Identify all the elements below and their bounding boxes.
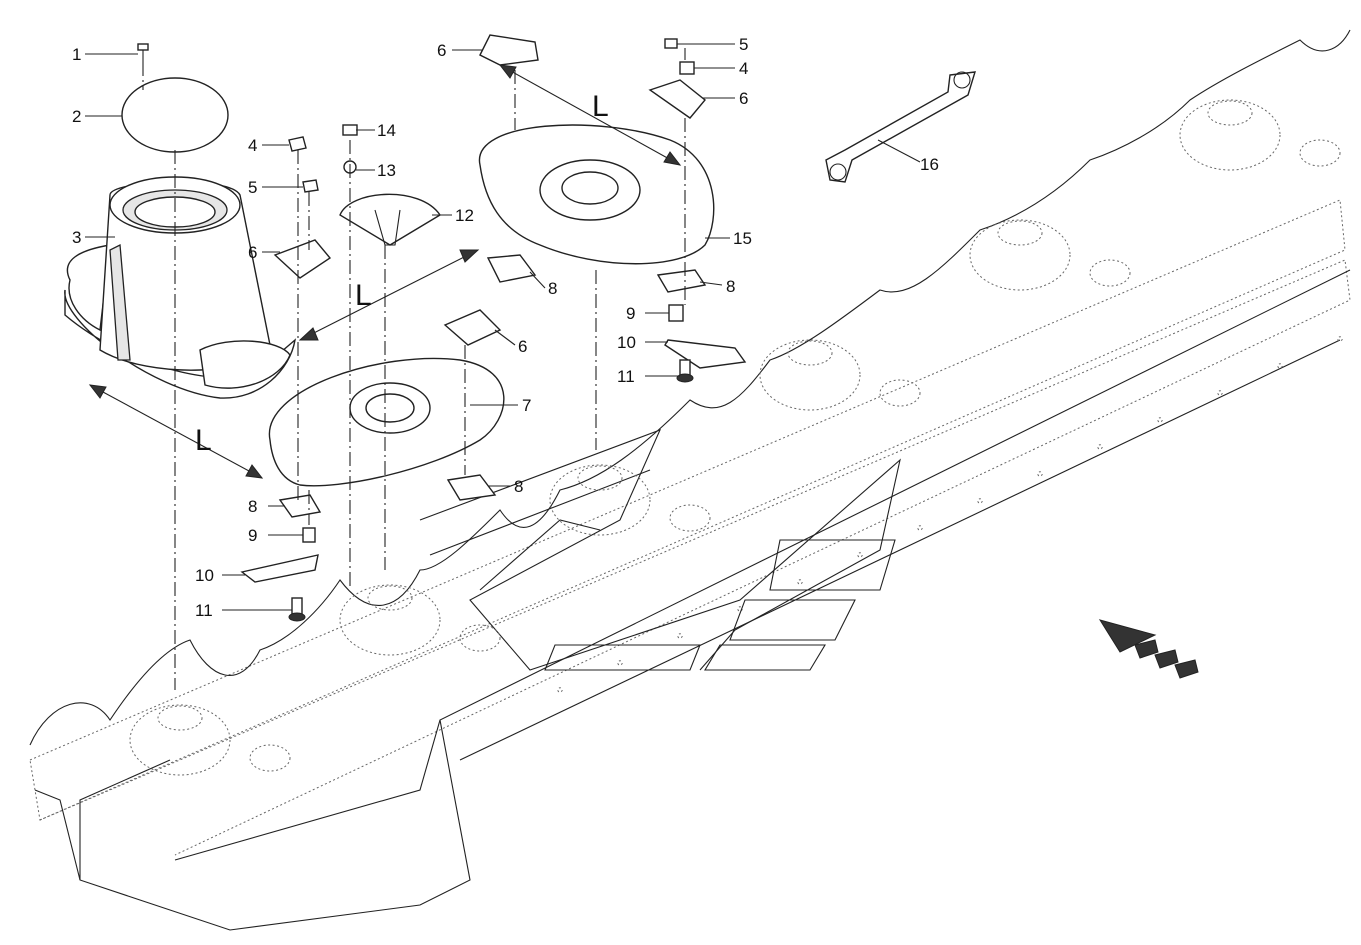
blade-part-10-right [664,339,747,369]
drum-hood-part-3 [64,176,297,399]
retainer-part-6-right [648,79,706,119]
retainer-part-6-center [443,309,502,346]
callout-5: 5 [248,178,257,197]
callout-labels: 1 2 3 4 5 6 14 13 12 6 5 4 6 16 15 8 8 9… [72,35,939,620]
bolt-part-9-right [668,304,684,322]
callout-7: 7 [522,396,531,415]
gearbox-hub [1179,99,1341,171]
gearbox-hub [339,584,501,656]
blade-part-10-left [240,554,319,583]
bar-hole [677,633,683,639]
callout-16: 16 [920,155,939,174]
direction-arrow-icon [1098,619,1199,679]
cutting-disc-part-7 [268,357,505,487]
callout-4: 4 [248,136,257,155]
callout-6: 6 [739,89,748,108]
bar-hole [1337,336,1343,342]
leader-lines [85,43,921,611]
bar-hole [977,498,983,504]
callout-10: 10 [195,566,214,585]
dimension-lines [88,64,682,479]
gearbox-hub [549,464,711,536]
gearbox-hub [129,704,291,776]
bar-hole [617,660,623,666]
bolt-part-11-right [676,359,694,383]
spacer-part-8-c [446,474,497,501]
bar-hole [857,552,863,558]
callout-6: 6 [437,41,446,60]
callout-3: 3 [72,228,81,247]
callout-13: 13 [377,161,396,180]
nut-part-5-left [302,179,319,193]
callout-12: 12 [455,206,474,225]
cutter-bar-background [29,29,1351,931]
callout-9: 9 [626,304,635,323]
wrench-part-16 [825,71,976,183]
callout-5: 5 [739,35,748,54]
bar-hole [917,525,923,531]
callout-1: 1 [72,45,81,64]
cutting-disc-part-15 [479,124,715,265]
callout-8: 8 [248,497,257,516]
cone-part-12 [339,193,441,246]
bar-hole [1157,417,1163,423]
bar-hole [557,687,563,693]
spacer-part-8-a [486,254,537,283]
callout-15: 15 [733,229,752,248]
callout-8: 8 [548,279,557,298]
callout-11: 11 [617,367,635,386]
callout-6: 6 [248,243,257,262]
callout-14: 14 [377,121,396,140]
retainer-part-6-top [479,34,539,66]
bar-hole [1037,471,1043,477]
screw-part-1 [137,43,149,62]
bar-hole [1217,390,1223,396]
dimension-label-L: L [195,424,212,457]
retainer-part-6-left [273,239,332,279]
dimension-label-L: L [355,279,372,312]
callout-8: 8 [514,477,523,496]
dimension-label-L: L [592,90,609,123]
cover-disc-part-2 [121,77,229,153]
bolt-part-14 [342,124,358,136]
callout-11: 11 [195,601,213,620]
axis-lines [142,48,686,690]
gearbox-hub [969,219,1131,291]
callout-8: 8 [726,277,735,296]
callout-6: 6 [518,337,527,356]
bar-hole [1277,363,1283,369]
callout-10: 10 [617,333,636,352]
callout-2: 2 [72,107,81,126]
dimension-labels: L L L [195,90,609,457]
nut-part-5-right [664,38,678,49]
callout-9: 9 [248,526,257,545]
spacer-part-8-b [656,269,707,293]
nut-part-4-left [288,136,307,152]
bolt-part-11-left [288,597,306,622]
spacer-part-8-d [278,494,322,518]
bar-hole [1097,444,1103,450]
gearbox-hub [759,339,921,411]
bolt-part-9-left [302,527,316,543]
callout-4: 4 [739,59,748,78]
nut-part-4-right [679,61,695,75]
bar-hole [797,579,803,585]
